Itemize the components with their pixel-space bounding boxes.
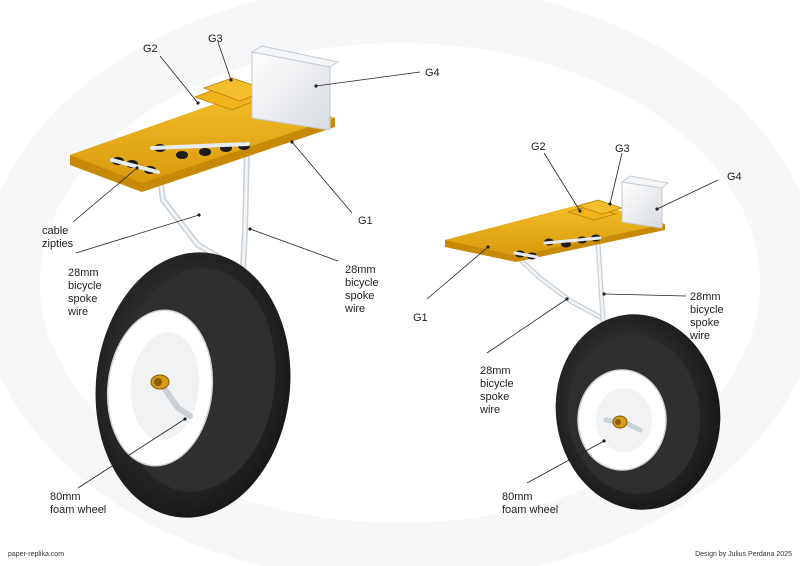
label-spoke-center-line1: 28mm (345, 264, 376, 276)
label-g3-left: G3 (208, 33, 223, 45)
label-cable-zipties-line1: cable (42, 225, 68, 237)
label-g3-right: G3 (615, 143, 630, 155)
left-rear-strut-highlight (241, 148, 249, 270)
label-wheel-left-line1: 80mm (50, 491, 81, 503)
right-block-top (620, 175, 670, 189)
label-spoke-center-line2: bicycle (345, 277, 379, 289)
label-g1-left: G1 (358, 215, 373, 227)
label-spoke-right-line1: 28mm (480, 365, 511, 377)
left-axle-wire (157, 379, 193, 419)
label-spoke-far-line1: 28mm (690, 291, 721, 303)
right-zipties (513, 234, 602, 260)
label-spoke-center-line4: wire (344, 303, 365, 315)
left-block-top (250, 45, 340, 68)
label-wheel-right-line2: foam wheel (502, 504, 558, 516)
label-spoke-left-line4: wire (67, 306, 88, 318)
label-spoke-right-line2: bicycle (480, 378, 514, 390)
label-g4-right: G4 (727, 171, 742, 183)
footer-site: paper-replika.com (8, 551, 65, 558)
right-front-strut-highlight (510, 250, 604, 320)
label-g4-left: G4 (425, 67, 440, 79)
label-spoke-far-line2: bicycle (690, 304, 724, 316)
left-zipties (110, 142, 250, 174)
left-hub (154, 378, 162, 386)
label-cable-zipties-line2: zipties (42, 238, 74, 250)
label-spoke-left-line3: spoke (68, 293, 97, 305)
label-spoke-far-line4: wire (689, 330, 710, 342)
label-spoke-right-line3: spoke (480, 391, 509, 403)
right-labels: G2 G3 G4 G1 28mm bicycle spoke wire 28mm… (413, 141, 742, 516)
label-spoke-far-line3: spoke (690, 317, 719, 329)
leader-lines (72, 41, 719, 489)
label-spoke-right-line4: wire (479, 404, 500, 416)
label-g1-right: G1 (413, 312, 428, 324)
label-g2-left: G2 (143, 43, 158, 55)
label-spoke-center-line3: spoke (345, 290, 374, 302)
label-spoke-left-line1: 28mm (68, 267, 99, 279)
label-g2-right: G2 (531, 141, 546, 153)
left-labels: G2 G3 G4 G1 cable zipties 28mm bicycle s… (42, 33, 440, 516)
label-spoke-left-line2: bicycle (68, 280, 102, 292)
right-hub (615, 419, 621, 425)
right-gear-assembly (445, 175, 721, 510)
footer-credit: Design by Julius Perdana 2025 (695, 551, 792, 558)
label-wheel-left-line2: foam wheel (50, 504, 106, 516)
label-wheel-right-line1: 80mm (502, 491, 533, 503)
left-gear-assembly (70, 45, 340, 518)
right-block-g4 (621, 181, 663, 229)
